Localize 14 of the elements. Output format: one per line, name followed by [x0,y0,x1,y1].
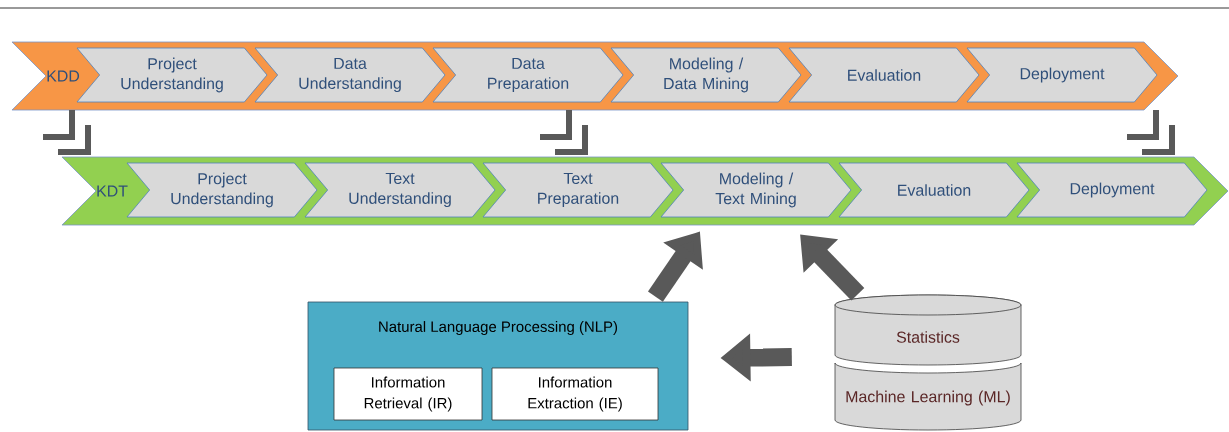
process-step: Modeling / Text Mining [660,162,852,218]
method-box: Information Retrieval (IR) [333,367,483,421]
process-step: Deployment [1016,162,1208,218]
method-box: Information Extraction (IE) [491,367,659,421]
process-step: Evaluation [838,162,1030,218]
process-step: Evaluation [788,47,980,103]
process-step: Text Preparation [482,162,674,218]
process-step: Data Understanding [254,47,446,103]
process-step: Deployment [966,47,1158,103]
process-step: Data Preparation [432,47,624,103]
database-cylinder: Statistics Machine Learning (ML) [834,294,1022,431]
node-label: Machine Learning (ML) [846,390,1010,406]
process-step: Text Understanding [304,162,496,218]
process-step: Modeling / Data Mining [610,47,802,103]
